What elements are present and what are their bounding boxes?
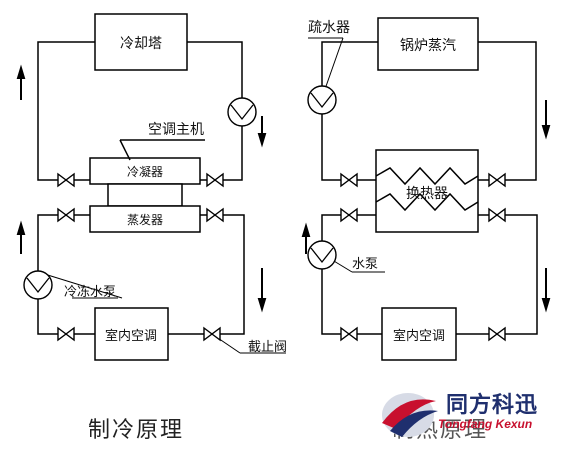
valve-icon <box>57 327 75 341</box>
logo-name-en: Tongfang Kexun <box>438 417 533 431</box>
tongfang-kexun-logo: 同方科迅 Tongfang Kexun <box>376 385 570 445</box>
pump-icon <box>23 270 53 300</box>
pump-icon <box>227 97 257 127</box>
valve-icon <box>488 327 506 341</box>
valve-icon <box>206 173 224 187</box>
cooling-principle-caption: 制冷原理 <box>88 418 185 443</box>
condenser-label: 冷凝器 <box>127 164 163 179</box>
valve-icon <box>57 173 75 187</box>
cooling-tower-label: 冷却塔 <box>120 36 162 52</box>
water-pump-label: 水泵 <box>352 257 378 272</box>
cooling-tower-box <box>94 13 188 71</box>
valve-icon <box>206 208 224 222</box>
valve-icon <box>340 208 358 222</box>
boiler-steam-label: 锅炉蒸汽 <box>400 38 456 54</box>
ac-host-label: 空调主机 <box>148 122 204 138</box>
valve-icon <box>340 173 358 187</box>
heat-exchanger-label: 换热器 <box>406 185 448 202</box>
chiller-body <box>107 183 183 207</box>
valve-icon <box>488 208 506 222</box>
indoor-ac-box-right <box>381 307 457 361</box>
valve-icon <box>203 327 221 341</box>
stop-valve-label: 截止阀 <box>248 340 287 355</box>
steam-trap-icon <box>307 85 337 115</box>
valve-icon <box>340 327 358 341</box>
heat-exchanger-box <box>375 149 479 233</box>
boiler-steam-box <box>377 17 479 71</box>
logo-name-cn: 同方科迅 <box>446 393 539 418</box>
pump-icon <box>307 240 337 270</box>
evaporator-label: 蒸发器 <box>127 212 163 227</box>
indoor-ac-box-left <box>94 307 169 361</box>
indoor-ac-label-left: 室内空调 <box>105 328 157 344</box>
valve-icon <box>57 208 75 222</box>
chilled-pump-label: 冷冻水泵 <box>64 284 116 300</box>
valve-icon <box>488 173 506 187</box>
steam-trap-label: 疏水器 <box>308 20 350 36</box>
indoor-ac-label-right: 室内空调 <box>393 328 445 344</box>
logo-emblem-icon <box>382 393 438 437</box>
evaporator-box <box>89 205 201 233</box>
condenser-box <box>89 157 201 185</box>
